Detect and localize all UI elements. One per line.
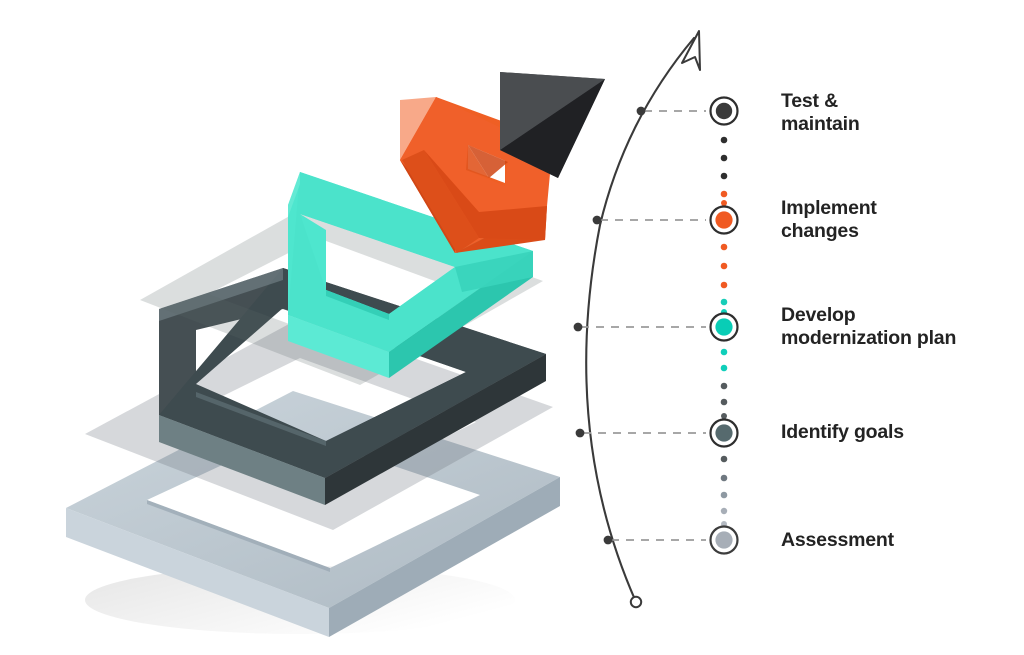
teal-frame-shape [288,172,533,378]
arrowhead-icon [681,30,701,71]
milestone-marker-implement-changes[interactable] [709,205,739,235]
curved-progress-arrow [585,30,701,609]
milestone-label-implement-changes: Implement changes [781,197,877,242]
connector-develop-plan [573,322,706,332]
milestone-marker-assessment[interactable] [709,525,739,555]
connector-assessment [603,535,706,545]
milestone-markers [709,96,739,555]
connector-test-maintain [636,106,706,116]
milestone-label-identify-goals: Identify goals [781,421,904,443]
milestone-dot-column [720,136,728,527]
milestone-marker-develop-plan[interactable] [709,312,739,342]
milestone-marker-identify-goals[interactable] [709,418,739,448]
connector-identify-goals [575,428,706,438]
milestone-marker-test-maintain[interactable] [709,96,739,126]
slate-frame-shape [159,268,546,505]
dark-wedge-shape [500,72,605,178]
milestone-label-develop-modernization-plan: Develop modernization plan [781,304,957,349]
connector-implement-changes [592,215,706,225]
arrow-start-circle-icon [629,595,643,609]
milestone-label-test-maintain: Test & maintain [781,90,860,135]
milestone-connectors [573,106,706,545]
milestone-label-assessment: Assessment [781,529,894,551]
